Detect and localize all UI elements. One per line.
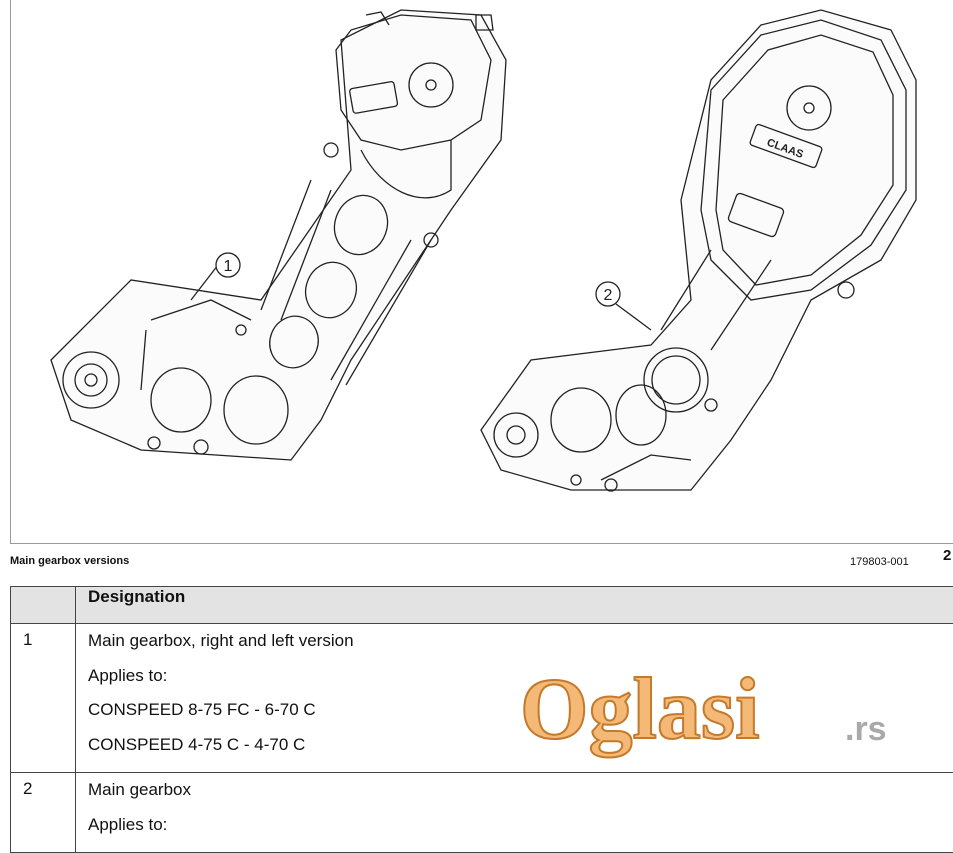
header-designation: Designation bbox=[76, 587, 953, 624]
row-number: 2 bbox=[11, 773, 76, 853]
oglasi-watermark: Oglasi .rs bbox=[520, 660, 920, 785]
row-number: 1 bbox=[11, 624, 76, 773]
table-header-row: Designation bbox=[11, 587, 953, 624]
callout-2-label: 2 bbox=[604, 287, 613, 304]
page-number: 2 bbox=[943, 547, 951, 564]
header-number bbox=[11, 587, 76, 624]
left-gearbox-drawing bbox=[51, 10, 506, 460]
callout-1-label: 1 bbox=[224, 258, 233, 275]
right-gearbox-drawing: CLAAS bbox=[481, 10, 916, 491]
watermark-suffix: .rs bbox=[845, 710, 887, 748]
watermark-brand: Oglasi bbox=[520, 661, 760, 758]
gearbox-illustration: 1 CLAAS 2 bbox=[11, 0, 953, 544]
figure-caption: Main gearbox versions bbox=[10, 555, 129, 567]
designation-line: Applies to: bbox=[88, 814, 953, 849]
figure-reference: 179803-001 bbox=[850, 556, 909, 568]
figure-frame: 1 CLAAS 2 bbox=[10, 0, 953, 544]
